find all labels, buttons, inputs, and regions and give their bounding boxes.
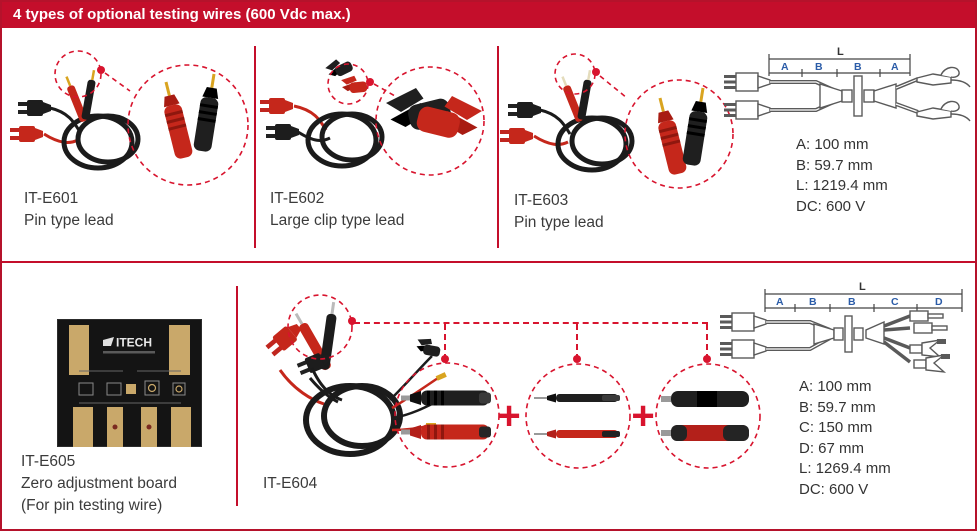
- bottom-specs: A: 100 mm B: 59.7 mm C: 150 mm D: 67 mm …: [799, 377, 891, 500]
- spec-line: L: 1219.4 mm: [796, 177, 888, 194]
- e601-model: IT-E601: [24, 190, 79, 207]
- bottom-dim-B1: B: [809, 296, 817, 308]
- column-divider-1: [254, 46, 256, 248]
- spec-line: DC: 600 V: [799, 480, 869, 498]
- e602-model: IT-E602: [270, 190, 325, 207]
- e601-label: IT-E601 Pin type lead: [24, 188, 114, 232]
- e604-detail-circle-pins: [525, 363, 631, 469]
- top-dim-B2: B: [854, 61, 862, 73]
- callout-line-horizontal: [354, 322, 708, 324]
- header-bar: 4 types of optional testing wires (600 V…: [2, 2, 975, 28]
- callout-line-vertical: [444, 324, 446, 360]
- e604-tip-callout-circle: [287, 294, 353, 360]
- e604-model: IT-E604: [263, 475, 318, 492]
- spec-line: A: 100 mm: [796, 136, 869, 153]
- e605-desc: Zero adjustment board: [21, 475, 177, 492]
- callout-line-vertical: [706, 324, 708, 360]
- plus-sign: +: [631, 394, 655, 438]
- top-dim-B1: B: [815, 61, 823, 73]
- top-specs: A: 100 mm B: 59.7 mm L: 1219.4 mm DC: 60…: [796, 135, 888, 217]
- bottom-dim-B2: B: [848, 296, 856, 308]
- e602-detail-circle: [375, 66, 485, 176]
- e603-product-photo: [500, 53, 734, 189]
- spec-line: B: 59.7 mm: [796, 156, 873, 174]
- e601-product-photo: [10, 50, 249, 186]
- bottom-dim-C: C: [891, 296, 899, 308]
- callout-dot: [573, 355, 581, 363]
- spec-line: D: 67 mm: [799, 439, 865, 457]
- plus-sign: +: [497, 394, 521, 438]
- e602-label: IT-E602 Large clip type lead: [270, 188, 404, 232]
- e605-label: IT-E605 Zero adjustment board (For pin t…: [21, 451, 177, 517]
- top-dim-A2: A: [891, 61, 899, 73]
- e603-detail-circle: [624, 79, 734, 189]
- e604-detail-circle-connectors: [655, 363, 761, 469]
- board-logo: ITECH: [116, 336, 152, 350]
- bottom-dimension-diagram: L A B B C D: [719, 282, 963, 373]
- spec-line: DC: 600 V: [796, 197, 866, 215]
- column-divider-2: [497, 46, 499, 248]
- e603-desc: Pin type lead: [514, 214, 604, 231]
- top-dim-A1: A: [781, 61, 789, 73]
- callout-dot: [441, 355, 449, 363]
- e603-model: IT-E603: [514, 192, 569, 209]
- e602-product-photo: [260, 56, 485, 176]
- top-dimension-diagram: L A B B A: [723, 46, 971, 122]
- bottom-dim-L: L: [859, 282, 866, 293]
- callout-dot: [703, 355, 711, 363]
- e604-product-photo: [264, 294, 447, 457]
- e605-model: IT-E605: [21, 453, 76, 470]
- e602-desc: Large clip type lead: [270, 212, 405, 229]
- page-title: 4 types of optional testing wires (600 V…: [13, 6, 351, 23]
- spec-line: L: 1269.4 mm: [799, 460, 891, 477]
- e604-label: IT-E604: [263, 473, 317, 495]
- e603-label: IT-E603 Pin type lead: [514, 190, 604, 234]
- callout-line-vertical: [576, 324, 578, 360]
- e605-board-photo: ITECH: [57, 319, 202, 447]
- e601-detail-circle: [127, 64, 249, 186]
- e605-note: (For pin testing wire): [21, 497, 163, 514]
- bottom-dim-D: D: [935, 296, 943, 308]
- top-dim-L: L: [837, 46, 844, 58]
- e604-detail-circle-probes: [394, 362, 500, 468]
- column-divider-3: [236, 286, 238, 506]
- e601-desc: Pin type lead: [24, 212, 114, 229]
- row-divider: [2, 261, 975, 263]
- spec-line: B: 59.7 mm: [799, 398, 876, 416]
- bottom-dim-A: A: [776, 296, 784, 308]
- callout-dot: [348, 317, 356, 325]
- spec-line: C: 150 mm: [799, 419, 873, 436]
- spec-line: A: 100 mm: [799, 378, 872, 395]
